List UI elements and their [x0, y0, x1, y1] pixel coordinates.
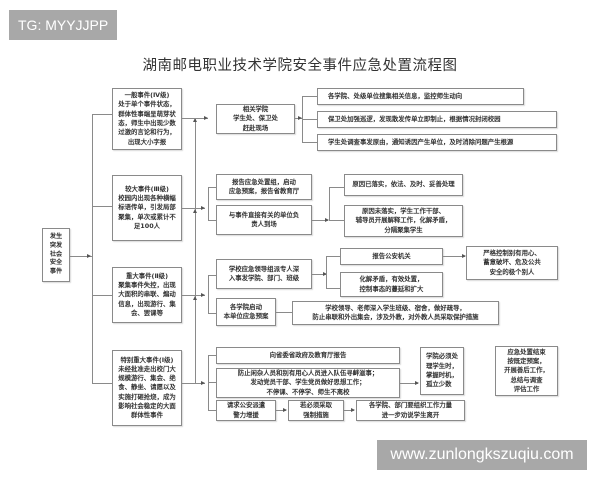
- connector: [208, 275, 217, 276]
- l1-action-persuade: 各学院、部门要组织工作力量 进一步劝说学生离开: [356, 400, 465, 421]
- arrow-up-icon: [193, 209, 197, 213]
- arrow-icon: [351, 408, 355, 412]
- l2-outcome-report-police: 报告公安机关: [340, 248, 443, 265]
- arrow-icon: [283, 408, 287, 412]
- final-conclusion: 应急处置结束 按既定预案， 开展善后工作， 总结与调查 评估工作: [495, 346, 558, 396]
- connector: [329, 220, 344, 221]
- page-title: 湖南邮电职业技术学院安全事件应急处置流程图: [142, 58, 458, 74]
- connector: [182, 383, 205, 384]
- connector: [302, 142, 318, 143]
- connector: [182, 208, 205, 209]
- level-1-critical-event: 特别重大事件(Ⅰ级) 未经批准走出校门大 规模游行、集会、绝 食、静坐、请愿以及…: [112, 350, 182, 426]
- connector: [326, 256, 340, 257]
- connector: [400, 383, 418, 384]
- connector: [329, 187, 330, 220]
- arrow-icon: [201, 381, 205, 385]
- connector: [208, 275, 209, 313]
- connector: [92, 114, 112, 115]
- level-2-serious-event: 重大事件(Ⅱ级) 聚集事件失控，出现 大面积的串联、煽动 信息，出现游行、集 会…: [112, 267, 182, 323]
- arrow-icon: [201, 206, 205, 210]
- connector: [92, 383, 112, 384]
- escalation-line: [195, 118, 196, 384]
- connector: [70, 256, 92, 257]
- connector: [326, 288, 340, 289]
- connector: [92, 295, 112, 296]
- start-node: 发生 突发 社会 安全 事件: [42, 228, 70, 282]
- l3-outcome-cause-known: 原因已落实，依法、及时、妥善处理: [344, 174, 463, 196]
- l1-action-force-measures: 若必须采取 强制措施: [288, 400, 344, 421]
- l3-outcome-cause-unknown: 原因未落实，学生工作干部、 辅导员开展解释工作，化解矛盾， 分隔聚集学生: [344, 205, 463, 237]
- connector: [208, 410, 217, 411]
- connector: [182, 118, 208, 119]
- connector: [302, 96, 318, 97]
- connector: [312, 220, 328, 221]
- l4-action-dispatch: 相关学院 学生处、保卫处 赶赴现场: [216, 104, 295, 134]
- connector: [208, 220, 217, 221]
- l4-outcome-monitor: 各学院、处级单位搜集相关信息，监控师生动向: [317, 88, 524, 105]
- l2-action-activate-plan: 各学院启动 本单位应急预案: [216, 298, 276, 326]
- connector: [443, 256, 465, 257]
- connector: [208, 382, 217, 383]
- arrow-icon: [325, 218, 329, 222]
- arrow-icon: [201, 293, 205, 297]
- watermark-bottom: www.zunlongkszuqiu.com: [377, 440, 587, 470]
- l2-followup-control: 严格控制别有用心、 蓄意破坏、危及公共 安全的极个别人: [466, 246, 558, 280]
- connector: [276, 410, 286, 411]
- arrow-icon: [323, 272, 327, 276]
- l4-outcome-investigate: 学生处调查事发原由，通知诱因产生单位，及时消除问题产生根源: [317, 134, 557, 151]
- l1-outcome-handle-students: 学院必须处 理学生时， 掌握时机， 孤立少数: [420, 347, 464, 395]
- arrow-up-icon: [193, 296, 197, 300]
- l4-outcome-patrol: 保卫处加强巡逻，发现散发传单立即制止，根据情况封闭校园: [317, 111, 557, 128]
- l3-action-report: 报告应急处置组，启动 应急预案，报告省教育厅: [216, 174, 312, 200]
- arrow-icon: [298, 116, 302, 120]
- connector: [208, 355, 217, 356]
- l2-outcome-guidance: 学校领导、老师深入学生班级、宿舍，做好疏导， 防止串联和外出集会，涉及外教，对外…: [292, 301, 499, 325]
- arrow-icon: [204, 116, 208, 120]
- arrow-icon: [415, 381, 419, 385]
- connector: [208, 187, 217, 188]
- arrow-icon: [462, 254, 466, 258]
- level-3-major-event: 较大事件(Ⅲ级) 校园内出现各种横幅 标语传单，引发局部 聚集，单次或累计不 足…: [112, 175, 182, 241]
- connector: [276, 312, 292, 313]
- trunk-line: [92, 114, 93, 384]
- arrow-up-icon: [193, 118, 197, 122]
- connector: [208, 187, 209, 220]
- watermark-top: TG: MYYJJPP: [9, 10, 117, 40]
- level-4-general-event: 一般事件(Ⅳ级) 处于单个事件状态， 群体性事端呈萌芽状 态，师生中出现少数 过…: [112, 88, 182, 150]
- l1-action-request-police: 请求公安派遣 警力增援: [216, 400, 276, 421]
- l1-action-report-gov: 向省委省政府及教育厅报告: [216, 347, 400, 364]
- connector: [302, 119, 318, 120]
- l1-action-prevent: 防止闲杂人员和别有用心人员进入队伍寻衅滋事； 发动党员干部、学生党员做好思想工作…: [216, 368, 400, 398]
- l2-action-send-staff: 学校应急领导组派专人深 入事发学院、部门、班级: [216, 259, 312, 289]
- connector: [92, 206, 112, 207]
- l2-outcome-resolve: 化解矛盾，有效处置， 控制事态的蔓延和扩大: [340, 272, 443, 297]
- l3-action-responsible-arrive: 与事件直接有关的单位负 责人到场: [216, 205, 312, 235]
- connector: [326, 256, 327, 288]
- connector: [208, 313, 217, 314]
- arrow-icon: [87, 254, 91, 258]
- connector: [312, 274, 326, 275]
- connector: [344, 410, 354, 411]
- connector: [182, 295, 205, 296]
- connector: [329, 187, 344, 188]
